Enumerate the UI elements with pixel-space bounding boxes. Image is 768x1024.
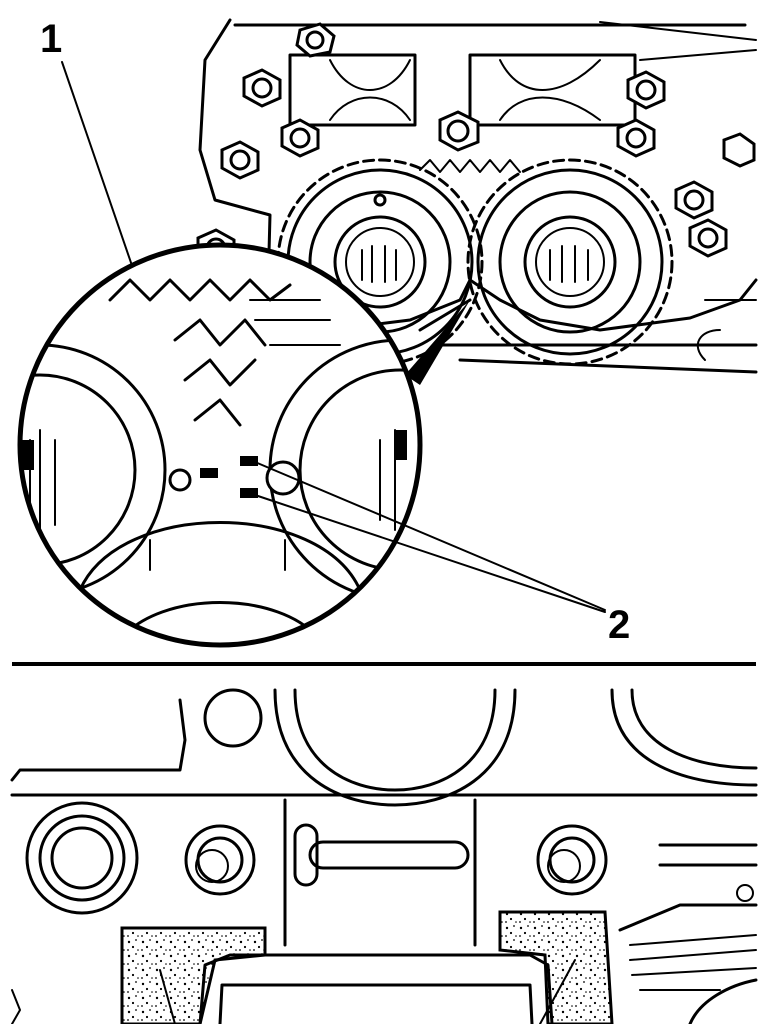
bolt-icon bbox=[242, 68, 282, 108]
callout-leader-2 bbox=[254, 461, 606, 613]
timing-mark bbox=[240, 488, 258, 498]
magnifier-detail bbox=[17, 242, 470, 648]
bolt-icon bbox=[674, 180, 714, 220]
bottom-panel-head-view bbox=[10, 688, 758, 1024]
callout-label-1: 1 bbox=[40, 17, 62, 61]
callout-label-2: 2 bbox=[608, 603, 630, 647]
timing-mark bbox=[200, 468, 218, 478]
bolt-icon bbox=[722, 132, 756, 168]
top-panel-engine-view: 1 bbox=[17, 17, 758, 648]
stud-icon bbox=[184, 824, 256, 896]
gasket-section-right bbox=[498, 910, 614, 1024]
timing-mark bbox=[240, 456, 258, 466]
bolt-icon bbox=[438, 110, 480, 152]
nut-icon bbox=[25, 801, 139, 915]
stud-icon bbox=[536, 824, 608, 896]
right-camshaft-gear bbox=[466, 158, 674, 366]
bolt-icon bbox=[295, 22, 336, 58]
bolt-icon bbox=[626, 70, 666, 110]
bolt-icon bbox=[280, 118, 320, 158]
bolt-icon bbox=[220, 140, 260, 180]
bolt-icon bbox=[688, 218, 728, 258]
gasket-section-left bbox=[120, 926, 267, 1024]
bolt-icon bbox=[616, 118, 656, 158]
